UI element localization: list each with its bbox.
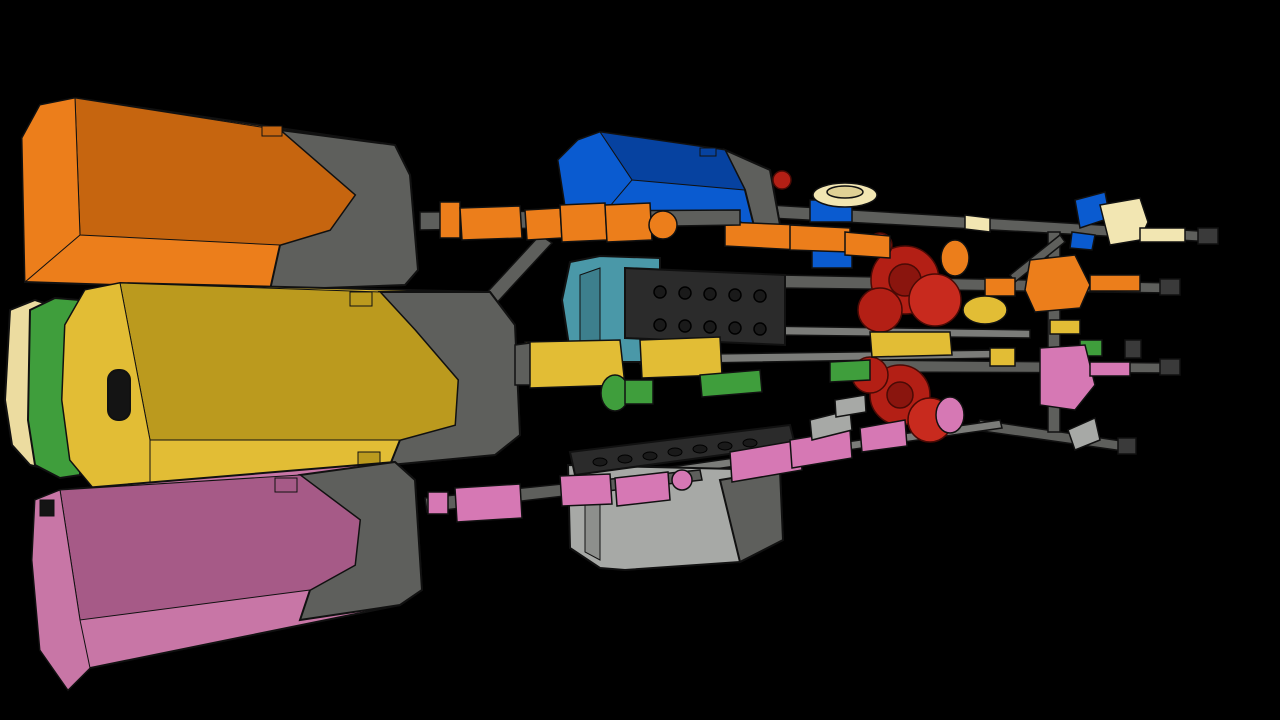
- orange-motor: [20, 96, 420, 292]
- green-connector-row: [600, 339, 1103, 412]
- yellow-motor: [60, 281, 522, 497]
- axle-end-caps: [1117, 227, 1219, 455]
- yellow-connector-row: [524, 295, 1081, 389]
- pink-axle-row: [424, 344, 1131, 523]
- gray-joints: [809, 394, 1101, 451]
- orange-connector-row: [724, 221, 1141, 313]
- black-studded-beam: [624, 266, 786, 347]
- cream-gear: [812, 182, 878, 208]
- yellow-motor-axle: [514, 342, 531, 386]
- blue-connectors: [809, 191, 1111, 269]
- pink-motor: [30, 460, 424, 692]
- orange-axle-row: [419, 201, 741, 243]
- black-plate: [568, 423, 797, 477]
- cream-connectors: [964, 197, 1186, 246]
